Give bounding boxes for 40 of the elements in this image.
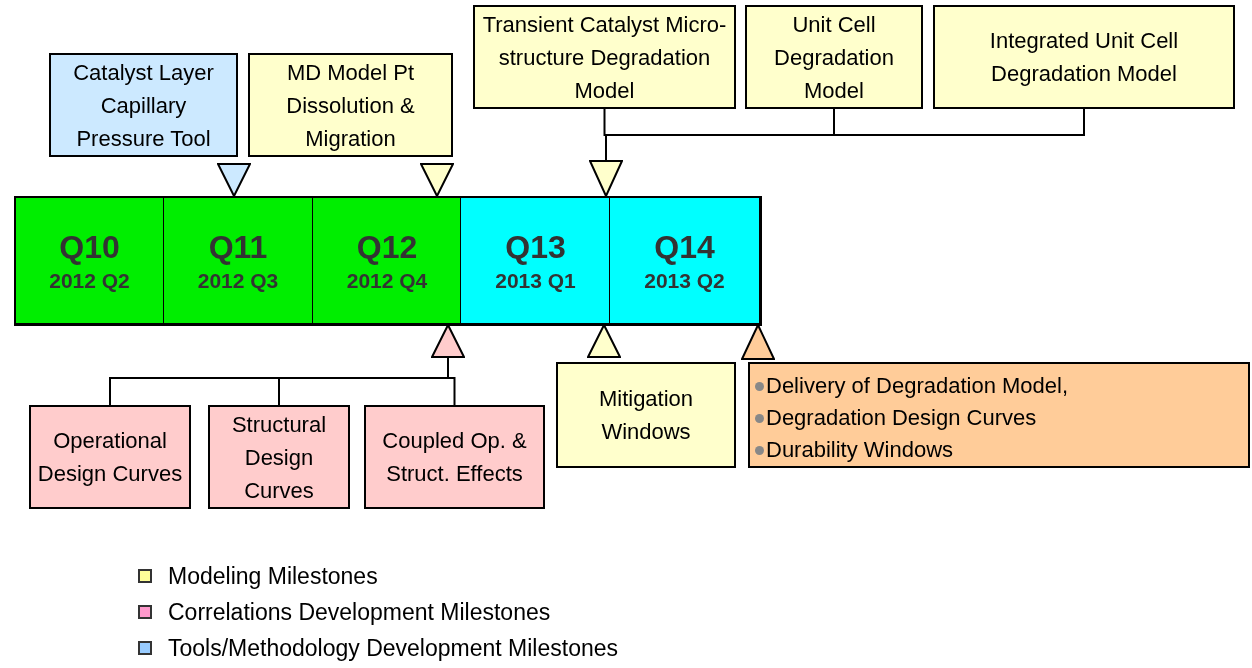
- bullet-text: Durability Windows: [766, 436, 954, 464]
- quarter-date: 2013 Q2: [644, 267, 725, 294]
- quarter-date: 2012 Q4: [346, 267, 428, 294]
- quarter-cell: [15, 197, 164, 324]
- bullet-text: Delivery of Degradation Model,: [766, 372, 1069, 400]
- quarter-cell: [460, 197, 611, 324]
- quarter-cell: [312, 197, 462, 324]
- legend-text: Modeling Milestones: [168, 562, 378, 590]
- quarter-date: 2012 Q3: [197, 267, 279, 294]
- milestone-box: [556, 362, 736, 468]
- quarter-label: Q12: [356, 227, 418, 267]
- quarter-date: 2013 Q1: [495, 267, 576, 294]
- milestone-text: Coupled Op. & Struct. Effects: [381, 427, 528, 488]
- connector-line: [447, 357, 456, 406]
- quarter-cell: [163, 197, 313, 324]
- milestone-text: Mitigation Windows: [597, 385, 695, 446]
- milestone-box: [208, 405, 350, 509]
- milestone-box: [933, 5, 1235, 109]
- milestone-text: Integrated Unit Cell Degradation Model: [988, 27, 1180, 88]
- milestone-text: Transient Catalyst Micro-structure Degradation Model: [481, 10, 728, 105]
- quarter-label: Q14: [654, 227, 715, 267]
- bullet-text: Degradation Design Curves: [766, 404, 1037, 432]
- milestone-box: [364, 405, 545, 509]
- quarter-label: Q13: [505, 227, 566, 267]
- milestone-text: MD Model Pt Dissolution & Migration: [285, 58, 416, 153]
- quarter-cell: [609, 197, 760, 324]
- milestone-box: [745, 5, 923, 109]
- milestone-box: [748, 362, 1250, 468]
- quarter-label: Q11: [208, 227, 268, 267]
- milestone-text: Unit Cell Degradation Model: [773, 10, 895, 105]
- milestone-box: [49, 53, 238, 157]
- milestone-text: Catalyst Layer Capillary Pressure Tool: [72, 58, 215, 153]
- milestone-text: Structural Design Curves: [230, 410, 328, 505]
- milestone-box: [29, 405, 191, 509]
- milestone-text: Operational Design Curves: [36, 427, 184, 488]
- legend-text: Correlations Development Milestones: [168, 598, 551, 626]
- legend-text: Tools/Methodology Development Milestones: [168, 634, 619, 662]
- milestone-box: [248, 53, 453, 157]
- quarter-label: Q10: [59, 227, 120, 267]
- quarter-date: 2012 Q2: [49, 267, 130, 294]
